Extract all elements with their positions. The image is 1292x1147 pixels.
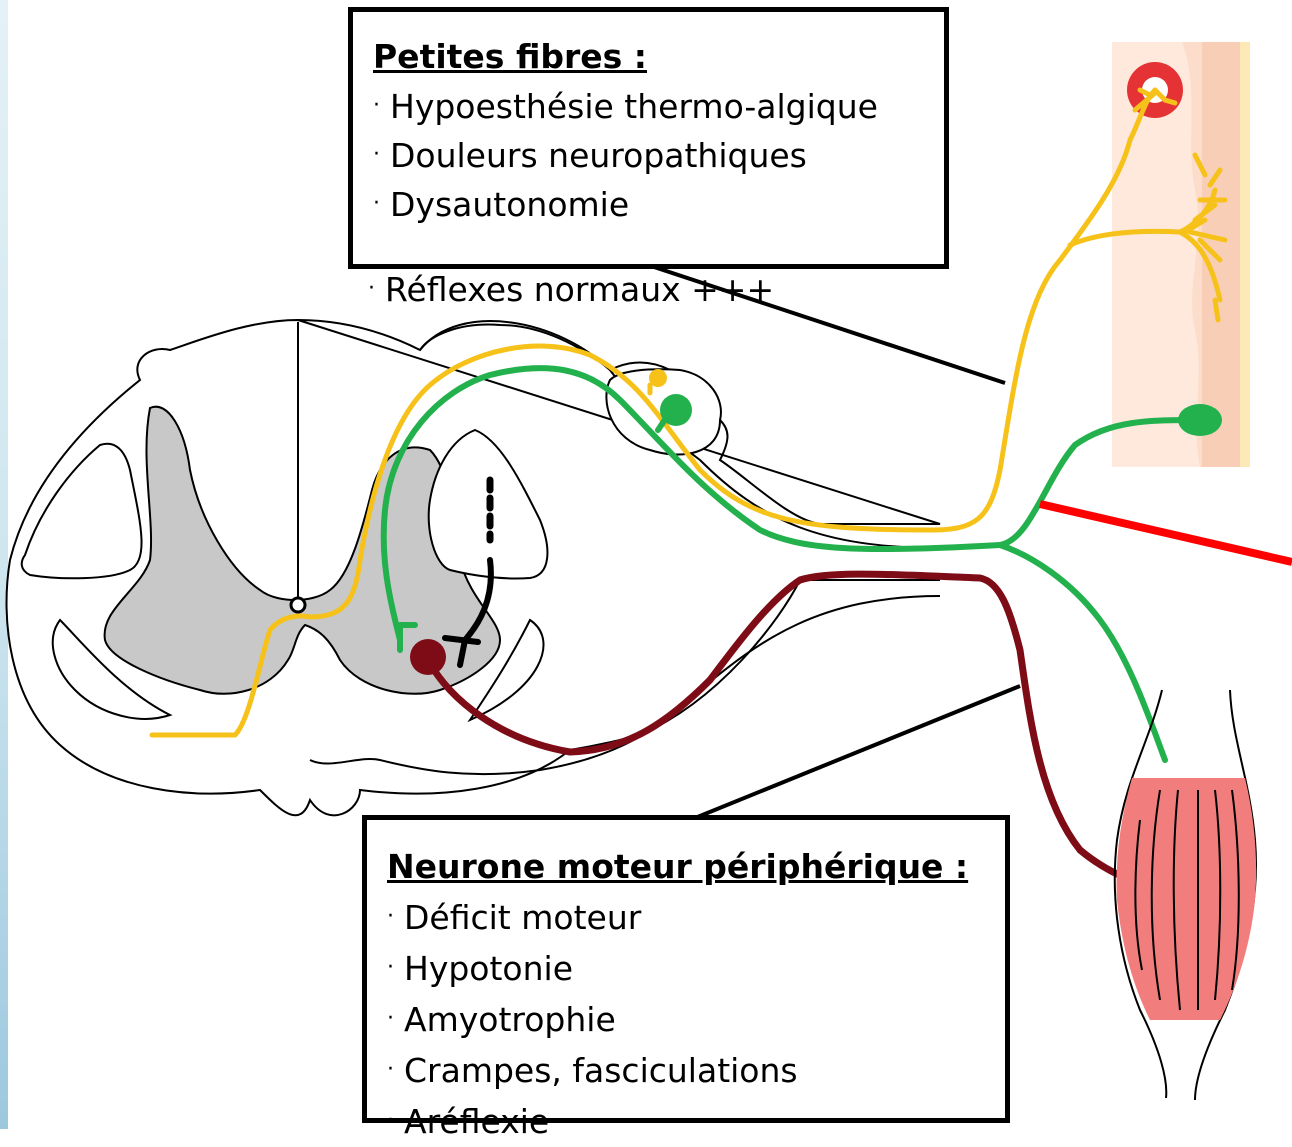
list-item: ·Hypoesthésie thermo-algique <box>373 82 933 131</box>
list-item: ·Déficit moteur <box>387 892 1005 943</box>
list-item: ·Hypotonie <box>387 943 1005 994</box>
small-fibers-box: Petites fibres : ·Hypoesthésie thermo-al… <box>348 7 949 269</box>
motor-neuron-list: ·Déficit moteur ·Hypotonie ·Amyotrophie … <box>387 892 1005 1147</box>
bottom-callout-line <box>695 686 1020 818</box>
list-item-overflow: ·Réflexes normaux +++ <box>368 265 774 314</box>
list-item: ·Dysautonomie <box>373 180 933 229</box>
list-item: ·Douleurs neuropathiques <box>373 131 933 180</box>
motor-neuron-title: Neurone moteur périphérique : <box>387 842 1005 892</box>
central-canal <box>291 598 305 612</box>
list-item: ·Crampes, fasciculations <box>387 1045 1005 1096</box>
small-fibers-list: ·Hypoesthésie thermo-algique ·Douleurs n… <box>373 82 933 229</box>
muscle <box>1115 690 1256 1100</box>
list-item: ·Aréflexie <box>387 1096 1005 1147</box>
motor-neuron-box: Neurone moteur périphérique : ·Déficit m… <box>362 815 1010 1123</box>
lesion-line <box>1040 504 1292 562</box>
list-item: ·Amyotrophie <box>387 994 1005 1045</box>
small-fibers-title: Petites fibres : <box>373 32 944 82</box>
